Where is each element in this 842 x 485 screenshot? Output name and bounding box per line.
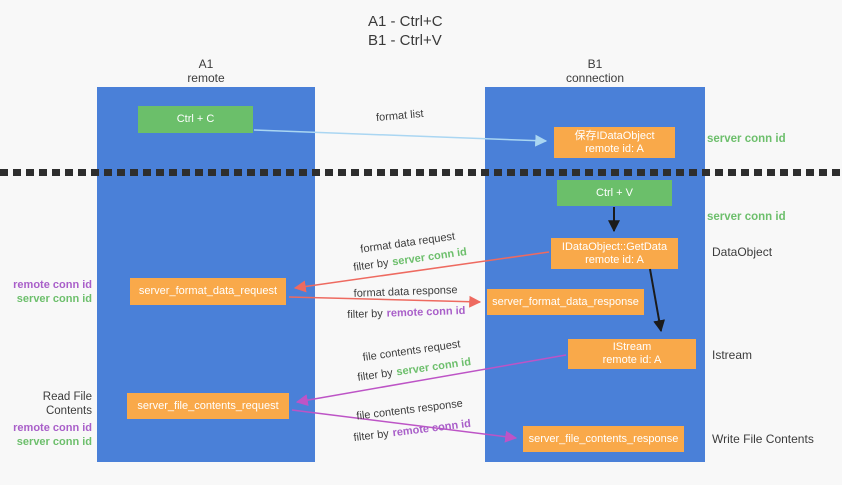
node-server-format-data-request: server_format_data_request (130, 278, 286, 305)
annotation-server-conn-id-mid: server conn id (707, 211, 786, 223)
node-save-idataobject: 保存IDataObject remote id: A (554, 127, 675, 158)
annotation-remote-conn-id-1: remote conn id (13, 279, 92, 291)
node-idataobject-getdata: IDataObject::GetData remote id: A (551, 238, 678, 269)
title-line-2: B1 - Ctrl+V (368, 32, 442, 49)
annotation-group-file-conn-ids: Read File Contents remote conn id server… (0, 390, 92, 449)
annotation-remote-conn-id-2: remote conn id (13, 422, 92, 434)
node-server-file-contents-response: server_file_contents_response (523, 426, 684, 452)
filter-by-text: filter by (347, 307, 383, 322)
node-format-request-label: server_format_data_request (138, 285, 278, 297)
remote-conn-id-keyword: remote conn id (386, 304, 466, 320)
node-getdata-line2: remote id: A (585, 253, 644, 266)
node-istream-line1: IStream (612, 341, 652, 353)
annotation-group-format-conn-ids: remote conn id server conn id (0, 278, 92, 306)
node-ctrl-v-label: Ctrl + V (596, 186, 633, 199)
node-ctrl-c: Ctrl + C (138, 106, 253, 133)
node-getdata-line1: IDataObject::GetData (561, 240, 668, 253)
label-format-list: format list (375, 107, 425, 125)
lifeline-b1-name: B1 (587, 57, 603, 71)
annotation-read-file-contents: Read File Contents (42, 391, 92, 417)
node-save-idataobject-line2: remote id: A (585, 142, 644, 155)
node-server-file-contents-request: server_file_contents_request (127, 393, 289, 419)
remote-conn-id-keyword: remote conn id (391, 417, 472, 440)
node-server-format-data-response: server_format_data_response (487, 289, 644, 315)
filter-by-text: filter by (352, 427, 390, 445)
title-line-1: A1 - Ctrl+C (368, 13, 443, 30)
annotation-dataobject: DataObject (712, 245, 773, 259)
node-ctrl-v: Ctrl + V (557, 180, 672, 206)
lifeline-header-b1: B1 connection (485, 57, 705, 85)
node-format-response-label: server_format_data_response (492, 295, 639, 308)
annotation-server-conn-id-top: server conn id (707, 133, 786, 145)
node-save-idataobject-line1: 保存IDataObject (574, 129, 655, 142)
node-file-response-label: server_file_contents_response (528, 432, 679, 445)
diagram-title: A1 - Ctrl+C B1 - Ctrl+V (368, 12, 443, 50)
annotation-write-file-contents: Write File Contents (712, 432, 814, 446)
filter-by-text: filter by (356, 367, 394, 384)
node-ctrl-c-label: Ctrl + C (176, 113, 215, 125)
lifeline-b1-role: connection (565, 71, 625, 85)
annotation-server-conn-id-left-1: server conn id (16, 293, 92, 305)
filter-by-text: filter by (352, 257, 390, 274)
node-file-request-label: server_file_contents_request (137, 399, 279, 412)
node-istream: IStream remote id: A (568, 339, 696, 369)
annotation-istream: Istream (712, 348, 753, 362)
phase-separator-dotted-line (0, 169, 842, 176)
lifeline-a1-role: remote (187, 71, 225, 85)
lifeline-a1-name: A1 (198, 57, 214, 71)
node-istream-line2: remote id: A (602, 354, 662, 366)
lifeline-header-a1: A1 remote (97, 57, 315, 85)
annotation-server-conn-id-left-2: server conn id (16, 436, 92, 448)
